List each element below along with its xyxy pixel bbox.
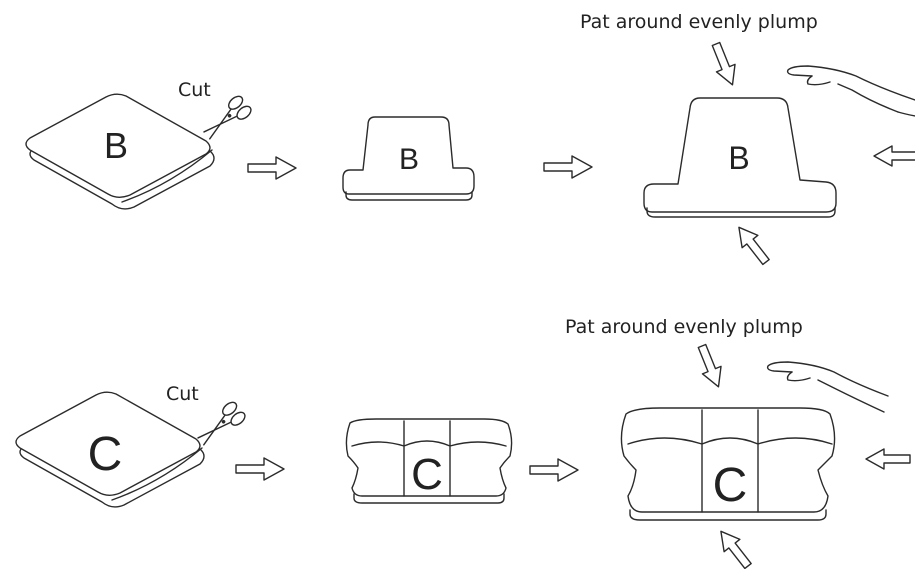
raw-cushion-b-seam <box>121 149 213 203</box>
cut-cushion-c-base <box>353 493 505 504</box>
cut-cushion-c: C <box>345 418 513 504</box>
plump-cushion-c-base <box>629 509 827 521</box>
plump-cushion-c: C <box>620 407 836 521</box>
raw-cushion-b-front <box>25 93 211 198</box>
scissors-icon <box>203 95 252 140</box>
plump-cushion-c-tuft-lines <box>627 409 833 513</box>
raw-cushion-c-letter: C <box>88 428 123 481</box>
raw-cushion-c: C <box>15 391 205 508</box>
cut-cushion-b-shape <box>342 116 475 195</box>
raw-cushion-b: B <box>25 93 215 210</box>
raw-cushion-c-seam <box>111 447 203 501</box>
cut-cushion-b-base <box>345 191 473 201</box>
cut-cushion-b-letter: B <box>399 143 419 176</box>
raw-cushion-b-letter: B <box>104 125 128 166</box>
plump-cushion-c-letter: C <box>713 459 748 512</box>
outline-arrow-icon <box>711 41 736 86</box>
cut-cushion-c-letter: C <box>411 450 443 499</box>
outline-arrow-icon <box>738 226 770 266</box>
cut-cushion-c-shape <box>345 418 513 497</box>
row-b: B Cut B Pat around evenly plump B <box>25 11 915 266</box>
outline-arrow-icon <box>529 458 579 482</box>
plump-cushion-b-base <box>646 207 836 218</box>
row-c: C Cut C Pat around evenly plump <box>15 316 911 569</box>
cut-cushion-c-tuft-lines <box>351 420 507 497</box>
plump-cushion-b-letter: B <box>728 140 749 176</box>
hand-icon <box>786 65 915 117</box>
outline-arrow-icon <box>247 156 297 180</box>
outline-arrow-icon <box>873 145 915 167</box>
outline-arrow-icon <box>865 448 911 470</box>
raw-cushion-c-front <box>15 391 201 496</box>
cut-label-b: Cut <box>178 79 211 101</box>
plump-cushion-c-shape <box>620 407 836 513</box>
cut-label-c: Cut <box>166 383 199 405</box>
scissors-icon <box>197 401 246 446</box>
plump-cushion-b: B <box>643 97 837 218</box>
plump-cushion-b-shape <box>643 97 837 213</box>
pat-label-b: Pat around evenly plump <box>580 11 818 33</box>
cut-cushion-b: B <box>342 116 475 201</box>
outline-arrow-icon <box>697 343 722 388</box>
hand-icon <box>766 361 889 413</box>
outline-arrow-icon <box>720 530 752 569</box>
outline-arrow-icon <box>543 155 593 179</box>
outline-arrow-icon <box>235 457 285 481</box>
pat-label-c: Pat around evenly plump <box>565 316 803 338</box>
